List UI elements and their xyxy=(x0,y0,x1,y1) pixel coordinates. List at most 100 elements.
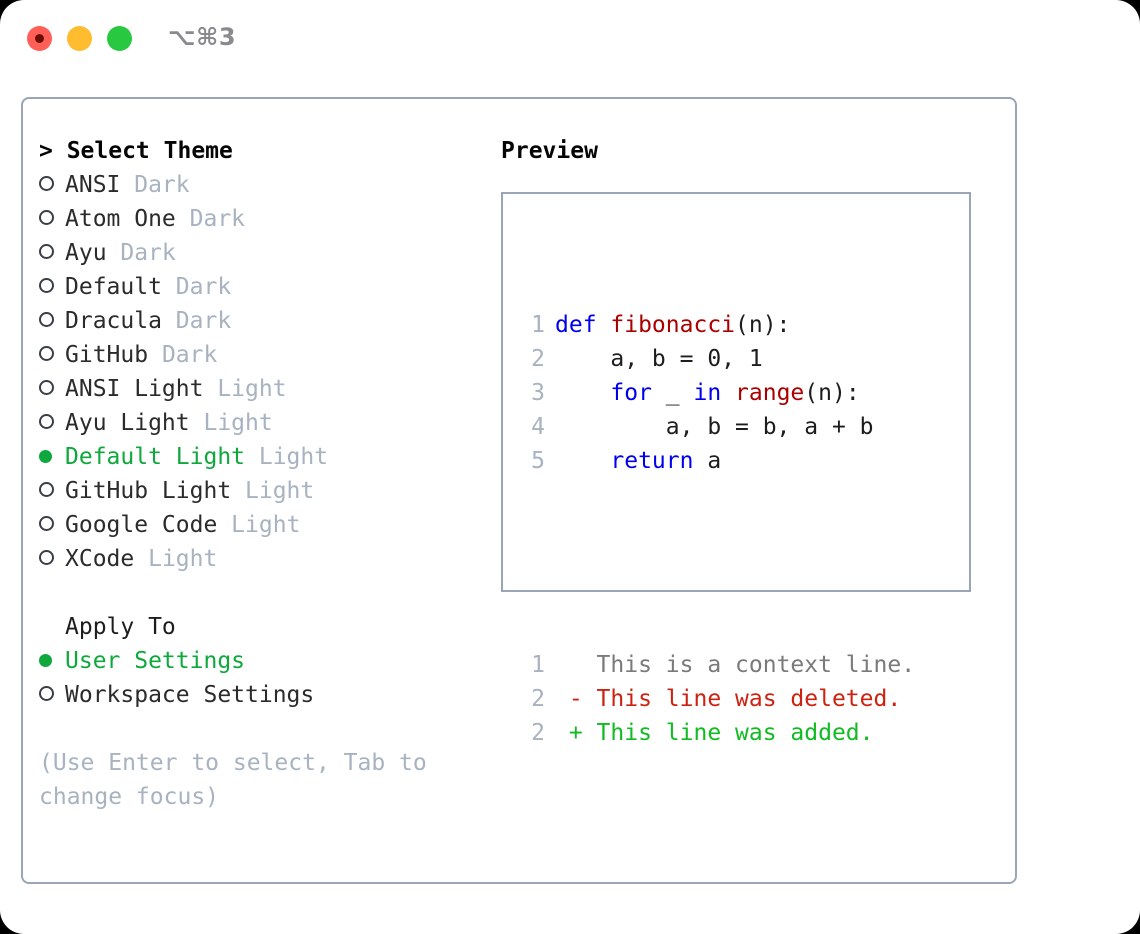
diff-line: 1 This is a context line. xyxy=(517,648,915,682)
code-token: def xyxy=(555,312,611,338)
radio-selected-icon[interactable] xyxy=(39,440,65,474)
minimize-window-button[interactable] xyxy=(67,26,92,51)
radio-dot xyxy=(39,450,52,463)
radio-selected-icon[interactable] xyxy=(39,644,65,678)
radio-ring xyxy=(39,346,54,361)
radio-unselected-icon[interactable] xyxy=(39,542,65,576)
theme-name: Default Light xyxy=(65,444,246,470)
radio-unselected-icon[interactable] xyxy=(39,406,65,440)
code-token xyxy=(555,448,610,474)
radio-ring xyxy=(39,686,54,701)
theme-variant-label: Dark xyxy=(148,342,218,368)
code-line: 3 for _ in range(n): xyxy=(517,376,915,410)
theme-variant-label: Dark xyxy=(175,206,246,232)
theme-list-item[interactable]: Atom One Dark xyxy=(39,202,469,236)
code-token: range xyxy=(735,380,805,406)
diff-sign xyxy=(555,652,583,678)
keyboard-hint-text: (Use Enter to select, Tab to change focu… xyxy=(39,750,427,810)
radio-unselected-icon[interactable] xyxy=(39,270,65,304)
diff-line: 2 + This line was added. xyxy=(517,716,915,750)
theme-list-item[interactable]: ANSI Dark xyxy=(39,168,469,202)
theme-picker-heading: > Select Theme xyxy=(39,138,233,164)
code-token: (n): xyxy=(804,380,860,406)
diff-text: This line was deleted. xyxy=(582,686,902,712)
theme-list-item[interactable]: XCode Light xyxy=(39,542,469,576)
code-token: in xyxy=(693,380,722,406)
line-number: 1 xyxy=(531,652,545,678)
theme-list-item[interactable]: GitHub Dark xyxy=(39,338,469,372)
apply-to-item[interactable]: Workspace Settings xyxy=(39,678,469,712)
theme-variant-label: Dark xyxy=(120,172,190,198)
keyboard-shortcut-label: ⌥⌘3 xyxy=(168,23,237,51)
radio-unselected-icon[interactable] xyxy=(39,372,65,406)
code-token: a, b = 0, 1 xyxy=(555,346,763,372)
theme-list-item[interactable]: Dracula Dark xyxy=(39,304,469,338)
theme-variant-label: Dark xyxy=(161,308,232,334)
diff-text: This line was added. xyxy=(582,720,874,746)
maximize-window-button[interactable] xyxy=(107,26,132,51)
theme-variant-label: Dark xyxy=(161,274,232,300)
code-token xyxy=(555,380,610,406)
section-spacer xyxy=(39,576,469,610)
theme-list-item[interactable]: Default Light Light xyxy=(39,440,469,474)
code-diff-gap xyxy=(517,546,915,580)
theme-list-item[interactable]: Google Code Light xyxy=(39,508,469,542)
theme-variant-label: Light xyxy=(134,546,218,572)
theme-list-item[interactable]: Ayu Dark xyxy=(39,236,469,270)
line-number: 5 xyxy=(531,448,545,474)
hint-spacer xyxy=(39,712,469,746)
code-token: a xyxy=(693,448,722,474)
code-token: _ xyxy=(651,380,694,406)
traffic-lights xyxy=(27,26,132,51)
radio-unselected-icon[interactable] xyxy=(39,202,65,236)
radio-ring xyxy=(39,210,54,225)
theme-name: ANSI Light xyxy=(65,376,204,402)
close-window-button[interactable] xyxy=(27,26,52,51)
theme-list-item[interactable]: ANSI Light Light xyxy=(39,372,469,406)
theme-name: Ayu Light xyxy=(65,410,190,436)
theme-variant-label: Light xyxy=(245,444,329,470)
code-token: fibonacci xyxy=(610,312,736,338)
radio-unselected-icon[interactable] xyxy=(39,304,65,338)
radio-ring xyxy=(39,482,54,497)
theme-list-item[interactable]: Ayu Light Light xyxy=(39,406,469,440)
apply-to-label: User Settings xyxy=(65,648,246,674)
line-number: 2 xyxy=(531,346,545,372)
radio-unselected-icon[interactable] xyxy=(39,474,65,508)
theme-name: Default xyxy=(65,274,162,300)
diff-sign: - xyxy=(555,686,583,712)
radio-unselected-icon[interactable] xyxy=(39,508,65,542)
radio-unselected-icon[interactable] xyxy=(39,236,65,270)
radio-ring xyxy=(39,312,54,327)
theme-variant-label: Light xyxy=(189,410,273,436)
code-token xyxy=(721,380,735,406)
theme-variant-label: Light xyxy=(203,376,287,402)
theme-variant-label: Light xyxy=(217,512,301,538)
theme-list-item[interactable]: GitHub Light Light xyxy=(39,474,469,508)
code-line: 5 return a xyxy=(517,444,915,478)
theme-name: GitHub xyxy=(65,342,149,368)
radio-unselected-icon[interactable] xyxy=(39,338,65,372)
apply-to-item[interactable]: User Settings xyxy=(39,644,469,678)
radio-ring xyxy=(39,414,54,429)
radio-ring xyxy=(39,278,54,293)
theme-name: XCode xyxy=(65,546,135,572)
radio-unselected-icon[interactable] xyxy=(39,168,65,202)
code-line: 2 a, b = 0, 1 xyxy=(517,342,915,376)
theme-list-item[interactable]: Default Dark xyxy=(39,270,469,304)
radio-unselected-icon[interactable] xyxy=(39,678,65,712)
line-number: 1 xyxy=(531,312,545,338)
window-titlebar: ⌥⌘3 xyxy=(0,0,1140,78)
radio-ring xyxy=(39,244,54,259)
diff-line: 2 - This line was deleted. xyxy=(517,682,915,716)
diff-lines: 1 This is a context line.2 - This line w… xyxy=(517,648,915,750)
theme-name: ANSI xyxy=(65,172,121,198)
theme-name: Atom One xyxy=(65,206,176,232)
code-token: (n): xyxy=(735,312,791,338)
apply-to-label: Workspace Settings xyxy=(65,682,315,708)
radio-dot xyxy=(39,654,52,667)
